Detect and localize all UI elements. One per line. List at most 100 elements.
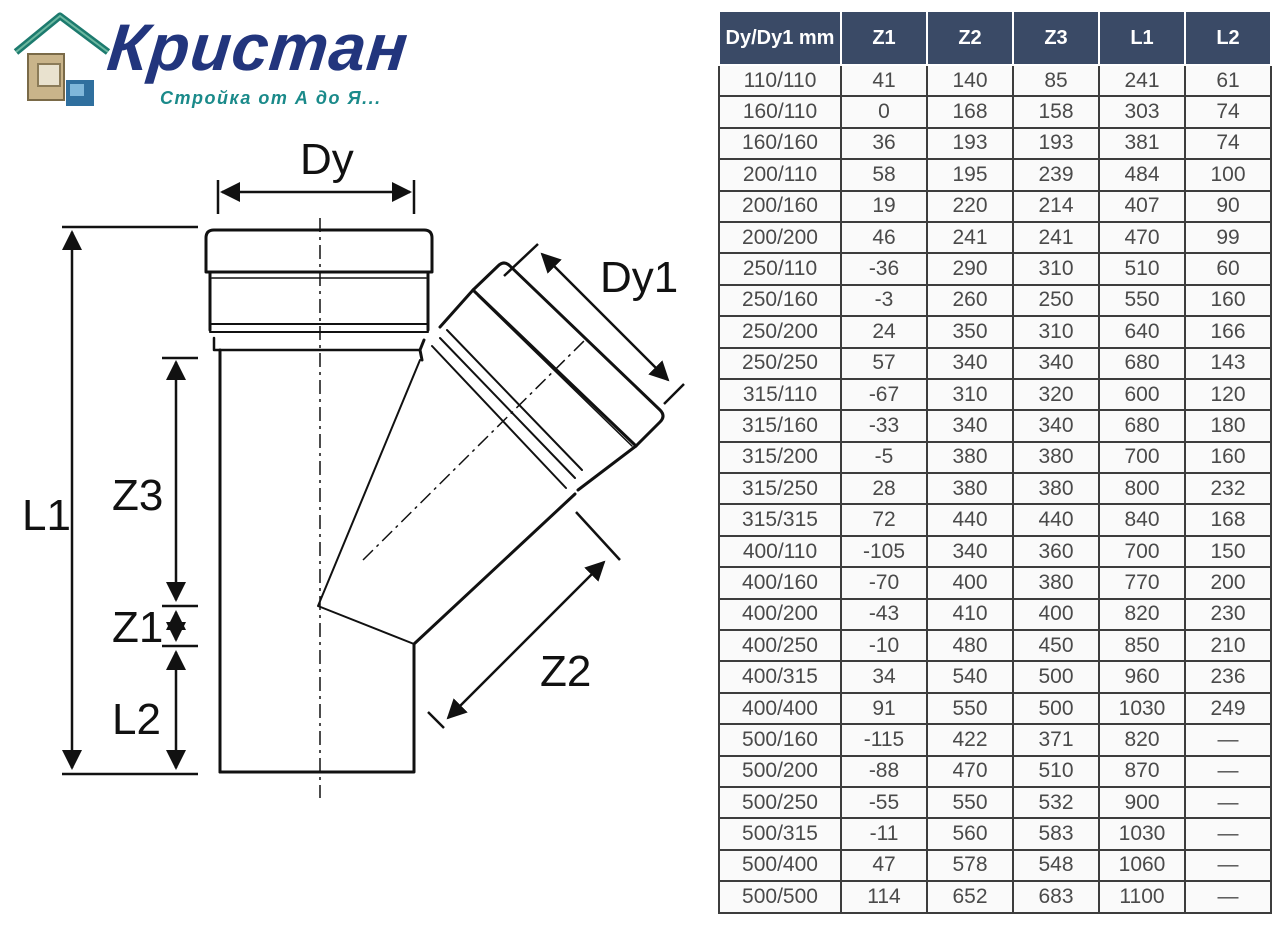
table-cell: 241 — [1098, 63, 1186, 98]
table-cell: 560 — [926, 817, 1014, 851]
brand-name: Кристан — [104, 10, 413, 84]
table-cell: 400 — [926, 566, 1014, 600]
table-cell: 870 — [1098, 754, 1186, 788]
table-cell: 1100 — [1098, 880, 1186, 914]
table-cell: 72 — [840, 503, 928, 537]
table-cell: 652 — [926, 880, 1014, 914]
table-cell: 400/400 — [718, 691, 842, 726]
table-cell: 900 — [1098, 785, 1186, 820]
table-cell: -10 — [840, 629, 928, 663]
table-cell: 241 — [1012, 220, 1100, 255]
table-cell: 340 — [1012, 346, 1100, 380]
table-cell: — — [1184, 723, 1272, 757]
table-cell: 400/160 — [718, 566, 842, 600]
table-cell: 315/110 — [718, 377, 842, 412]
table-cell: 380 — [926, 440, 1014, 475]
table-cell: 315/160 — [718, 409, 842, 443]
table-cell: 200/110 — [718, 158, 842, 192]
l2-label: L2 — [112, 695, 161, 744]
table-cell: 840 — [1098, 503, 1186, 537]
table-cell: 61 — [1184, 63, 1272, 98]
table-cell: 583 — [1012, 817, 1100, 851]
table-cell: -5 — [840, 440, 928, 475]
table-cell: 820 — [1098, 723, 1186, 757]
table-cell: 160/110 — [718, 95, 842, 129]
column-header: Z2 — [926, 10, 1014, 66]
dy1-label: Dy1 — [600, 253, 678, 302]
table-cell: 350 — [926, 315, 1014, 349]
table-cell: 166 — [1184, 315, 1272, 349]
table-cell: 303 — [1098, 95, 1186, 129]
table-cell: — — [1184, 785, 1272, 820]
table-cell: 500/250 — [718, 785, 842, 820]
z2-label: Z2 — [540, 647, 591, 696]
table-cell: 407 — [1098, 189, 1186, 223]
table-cell: 232 — [1184, 472, 1272, 506]
table-cell: 360 — [1012, 534, 1100, 569]
table-cell: 315/250 — [718, 472, 842, 506]
table-cell: -115 — [840, 723, 928, 757]
table-cell: 193 — [926, 126, 1014, 161]
table-cell: 250 — [1012, 283, 1100, 318]
table-cell: 371 — [1012, 723, 1100, 757]
table-cell: 540 — [926, 660, 1014, 694]
table-cell: 600 — [1098, 377, 1186, 412]
table-cell: -43 — [840, 597, 928, 632]
table-cell: 36 — [840, 126, 928, 161]
table-cell: — — [1184, 754, 1272, 788]
table-cell: 230 — [1184, 597, 1272, 632]
table-cell: 500 — [1012, 691, 1100, 726]
table-cell: 100 — [1184, 158, 1272, 192]
logo: Кристан Стройка от А до Я... — [8, 10, 412, 115]
table-cell: 400/110 — [718, 534, 842, 569]
table-cell: 548 — [1012, 848, 1100, 883]
table-cell: 410 — [926, 597, 1014, 632]
table-cell: 500/500 — [718, 880, 842, 914]
table-cell: 850 — [1098, 629, 1186, 663]
table-cell: -33 — [840, 409, 928, 443]
table-cell: 114 — [840, 880, 928, 914]
table-cell: — — [1184, 848, 1272, 883]
house-icon — [13, 12, 111, 106]
table-cell: 250/160 — [718, 283, 842, 318]
table-cell: 47 — [840, 848, 928, 883]
table-cell: 532 — [1012, 785, 1100, 820]
z3-label: Z3 — [112, 471, 163, 520]
table-cell: 310 — [926, 377, 1014, 412]
table-cell: 168 — [926, 95, 1014, 129]
table-cell: 510 — [1098, 252, 1186, 286]
table-cell: -70 — [840, 566, 928, 600]
table-cell: 160/160 — [718, 126, 842, 161]
table-cell: 91 — [840, 691, 928, 726]
table-cell: 380 — [926, 472, 1014, 506]
table-cell: -67 — [840, 377, 928, 412]
tee-drawing: Dy Dy1 L1 Z3 Z1 L2 Z2 — [22, 135, 685, 798]
table-cell: 158 — [1012, 95, 1100, 129]
table-cell: 550 — [926, 785, 1014, 820]
table-cell: 220 — [926, 189, 1014, 223]
table-cell: 440 — [1012, 503, 1100, 537]
table-cell: 315/315 — [718, 503, 842, 537]
table-cell: -88 — [840, 754, 928, 788]
table-cell: 143 — [1184, 346, 1272, 380]
table-cell: 200/200 — [718, 220, 842, 255]
table-cell: 74 — [1184, 126, 1272, 161]
table-cell: 24 — [840, 315, 928, 349]
table-cell: 241 — [926, 220, 1014, 255]
table-cell: 180 — [1184, 409, 1272, 443]
table-cell: 381 — [1098, 126, 1186, 161]
